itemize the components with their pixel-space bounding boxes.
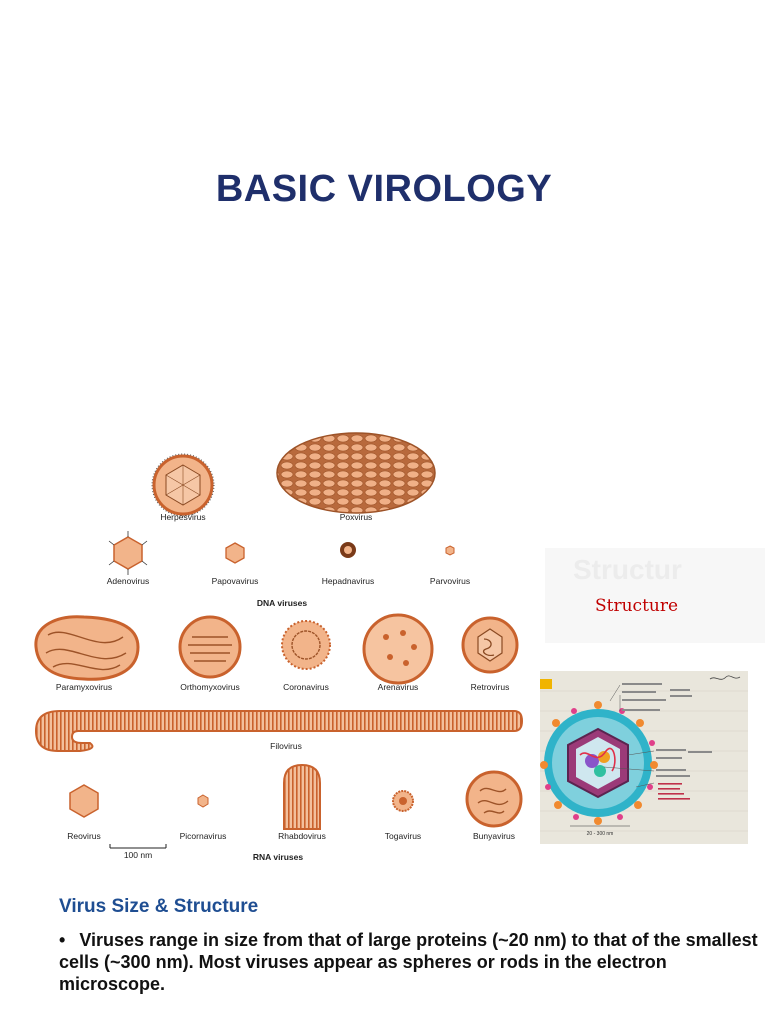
label-retrovirus: Retrovirus	[471, 682, 510, 692]
bullet-symbol: •	[59, 930, 66, 950]
label-reovirus: Reovirus	[67, 831, 101, 841]
adenovirus-shape	[108, 531, 148, 575]
label-filovirus: Filovirus	[270, 741, 302, 751]
label-herpesvirus: Herpesvirus	[160, 512, 205, 522]
retrovirus-shape	[461, 616, 519, 674]
photo-scale-label: 20 - 300 nm	[587, 831, 614, 837]
label-orthomyxovirus: Orthomyxovirus	[180, 682, 240, 692]
label-paramyxovirus: Paramyxovirus	[56, 682, 112, 692]
papovavirus-shape	[225, 542, 245, 564]
label-bunyavirus: Bunyavirus	[473, 831, 515, 841]
bullet-paragraph: •Viruses range in size from that of larg…	[59, 929, 759, 995]
togavirus-shape	[392, 790, 414, 812]
rna-viruses-group-label: RNA viruses	[253, 852, 304, 862]
label-picornavirus: Picornavirus	[180, 831, 227, 841]
bunyavirus-shape	[465, 770, 523, 828]
faded-heading-text: Structur	[573, 554, 682, 585]
parvovirus-shape	[445, 545, 455, 556]
reovirus-shape	[69, 784, 99, 818]
slide-title: BASIC VIROLOGY	[215, 168, 553, 210]
rhabdovirus-shape	[283, 763, 321, 830]
virion-structure-photo: 20 - 300 nm	[540, 671, 748, 844]
faded-heading-ghost: Structur	[545, 548, 765, 643]
label-hepadnavirus: Hepadnavirus	[322, 576, 374, 586]
paramyxovirus-shape	[34, 615, 140, 681]
label-rhabdovirus: Rhabdovirus	[278, 831, 326, 841]
label-coronavirus: Coronavirus	[283, 682, 329, 692]
picornavirus-shape	[197, 794, 209, 808]
arenavirus-shape	[362, 613, 434, 685]
herpesvirus-shape	[151, 453, 215, 517]
label-papovavirus: Papovavirus	[212, 576, 259, 586]
poxvirus-shape	[276, 432, 436, 514]
label-parvovirus: Parvovirus	[430, 576, 470, 586]
section-heading: Virus Size & Structure	[59, 896, 259, 917]
virion-structure-svg: 20 - 300 nm	[540, 671, 748, 844]
orthomyxovirus-shape	[178, 615, 242, 679]
virus-morphology-figure: Herpesvirus Poxvirus Adenovirus Papovavi…	[28, 425, 530, 867]
hepadnavirus-shape	[340, 542, 356, 558]
scale-bar-label: 100 nm	[124, 850, 152, 860]
coronavirus-shape	[281, 620, 331, 670]
label-adenovirus: Adenovirus	[107, 576, 150, 586]
dna-viruses-group-label: DNA viruses	[257, 598, 308, 608]
label-arenavirus: Arenavirus	[378, 682, 419, 692]
filovirus-shape	[34, 710, 524, 752]
scale-bar	[109, 844, 167, 849]
label-poxvirus: Poxvirus	[340, 512, 373, 522]
label-togavirus: Togavirus	[385, 831, 421, 841]
virus-morphology-svg: Herpesvirus Poxvirus Adenovirus Papovavi…	[34, 432, 524, 862]
bullet-text: Viruses range in size from that of large…	[59, 930, 758, 994]
structure-caption: Structure	[595, 596, 679, 616]
